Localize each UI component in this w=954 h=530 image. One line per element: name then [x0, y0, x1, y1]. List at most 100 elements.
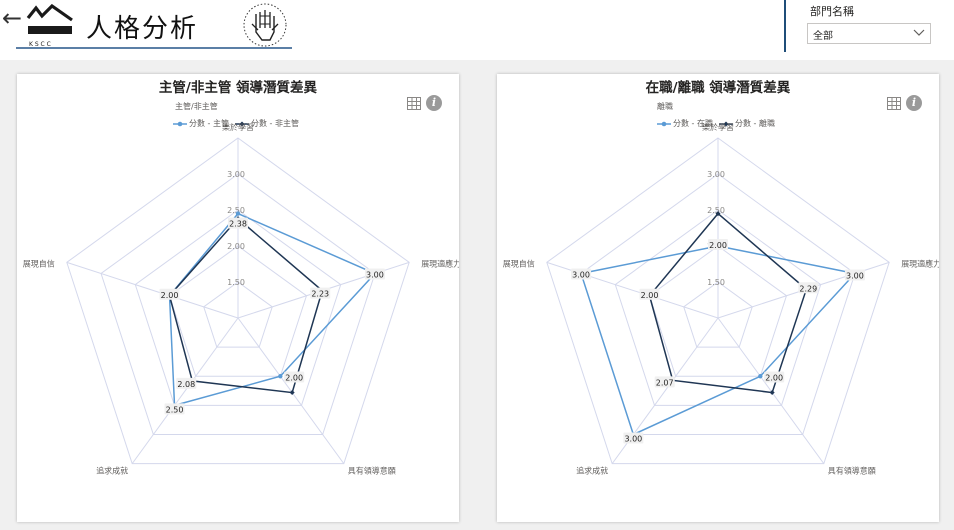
data-label-bg: [639, 288, 660, 300]
department-slicer[interactable]: 全部: [807, 23, 931, 44]
data-label: 3.00: [572, 271, 590, 280]
back-arrow-icon[interactable]: ←: [2, 4, 23, 32]
data-label: 2.50: [166, 405, 184, 414]
radar-grid-ring: [614, 209, 822, 406]
legend-marker: [718, 121, 733, 126]
radial-tick-label: 1.50: [707, 278, 725, 287]
chart-card-manager[interactable]: 主管/非主管 領導潛質差異 主管/非主管 分數 - 主管 分數 - 非主管 i …: [17, 74, 459, 522]
data-label: 2.38: [229, 220, 247, 229]
data-label-bg: [364, 268, 385, 280]
top-bar: ← K S C C 人格分析 部門名稱 全部: [0, 0, 954, 60]
data-label-bg: [844, 269, 865, 281]
page-title: 人格分析: [86, 14, 199, 44]
data-label-bg: [764, 371, 785, 383]
data-label: 2.23: [311, 290, 329, 299]
axis-label: 追求成就: [96, 466, 128, 476]
data-label: 3.00: [366, 271, 384, 280]
axis-label: 樂於學習: [702, 122, 734, 132]
radial-tick-label: 2.50: [227, 206, 245, 215]
table-icon[interactable]: [407, 97, 421, 110]
radar-grid-ring: [66, 137, 410, 465]
data-point: [769, 390, 775, 396]
legend: 分數 - 在職 分數 - 離職: [657, 118, 775, 129]
radar-grid-ring: [100, 173, 376, 435]
legend-label: 分數 - 離職: [734, 119, 775, 128]
axis-label: 追求成就: [576, 466, 608, 476]
radar-grid-ring: [168, 245, 308, 377]
legend-label: 分數 - 非主管: [250, 119, 299, 128]
series-line: [168, 217, 324, 394]
data-label: 2.07: [656, 378, 674, 387]
radar-grid-ring: [580, 173, 856, 435]
info-icon[interactable]: i: [426, 95, 442, 111]
data-label-bg: [159, 288, 180, 300]
radar-spoke: [66, 261, 239, 319]
axis-label: 展現適應力: [421, 258, 459, 268]
company-logo: K S C C: [26, 4, 73, 48]
axis-label: 具有領導意願: [348, 466, 396, 476]
chevron-down-icon[interactable]: [912, 27, 926, 39]
legend-marker: [234, 121, 249, 126]
data-label-bg: [310, 287, 331, 299]
legend-title: 主管/非主管: [175, 102, 218, 111]
legend-item[interactable]: 分數 - 主管: [173, 118, 229, 129]
legend-item[interactable]: 分數 - 離職: [718, 118, 775, 129]
legend: 分數 - 主管 分數 - 非主管: [173, 118, 299, 129]
radar-grid-ring: [546, 137, 890, 465]
data-label-bg: [654, 376, 675, 388]
axis-label: 展現自信: [503, 258, 535, 268]
header-divider: [784, 0, 786, 52]
radar-grid-ring: [683, 281, 753, 348]
data-point: [715, 211, 721, 217]
legend-marker: [657, 121, 671, 126]
data-point: [289, 390, 295, 396]
radar-chart: 1.502.002.503.00樂於學習展現適應力具有領導意願追求成就展現自信2…: [23, 122, 459, 476]
data-label-bg: [284, 371, 305, 383]
data-label: 2.00: [285, 374, 303, 383]
slicer-label: 部門名稱: [810, 5, 854, 18]
legend-item[interactable]: 分數 - 在職: [657, 118, 713, 129]
axis-label: 展現適應力: [901, 258, 939, 268]
data-label-bg: [228, 217, 248, 229]
radial-tick-label: 3.00: [227, 170, 245, 179]
data-label: 2.08: [177, 380, 195, 389]
radial-tick-label: 2.50: [707, 206, 725, 215]
radial-tick-label: 3.00: [707, 170, 725, 179]
axis-label: 展現自信: [23, 258, 55, 268]
data-point: [278, 374, 283, 379]
data-label: 2.00: [709, 241, 727, 250]
radar-spoke: [237, 317, 345, 464]
radar-spoke: [131, 317, 239, 464]
data-point: [758, 374, 763, 379]
radar-grid-ring: [203, 281, 273, 348]
legend-marker: [173, 121, 187, 126]
data-label: 2.00: [765, 374, 783, 383]
series-line: [648, 212, 808, 394]
legend-item[interactable]: 分數 - 非主管: [234, 118, 299, 129]
radial-tick-label: 2.00: [227, 242, 245, 251]
data-label: 2.00: [641, 291, 659, 300]
legend-label: 分數 - 在職: [673, 119, 713, 128]
data-label: 3.00: [846, 272, 864, 281]
radar-spoke: [717, 317, 825, 464]
data-label: 2.00: [161, 291, 179, 300]
legend-label: 分數 - 主管: [189, 119, 229, 128]
data-label-bg: [623, 432, 644, 444]
legend-title: 離職: [657, 102, 673, 111]
table-icon[interactable]: [887, 97, 901, 110]
data-label: 3.00: [624, 434, 642, 443]
data-point: [235, 211, 241, 216]
data-label-bg: [164, 403, 185, 415]
logo-text: K S C C: [29, 41, 51, 48]
data-label-bg: [708, 239, 728, 250]
info-icon[interactable]: i: [906, 95, 922, 111]
axis-label: 具有領導意願: [828, 466, 876, 476]
radial-tick-label: 1.50: [227, 278, 245, 287]
radar-grid-ring: [134, 209, 342, 406]
team-hands-icon: [243, 3, 287, 47]
data-label-bg: [798, 282, 819, 294]
title-underline: [16, 47, 292, 49]
data-label-bg: [176, 377, 197, 389]
